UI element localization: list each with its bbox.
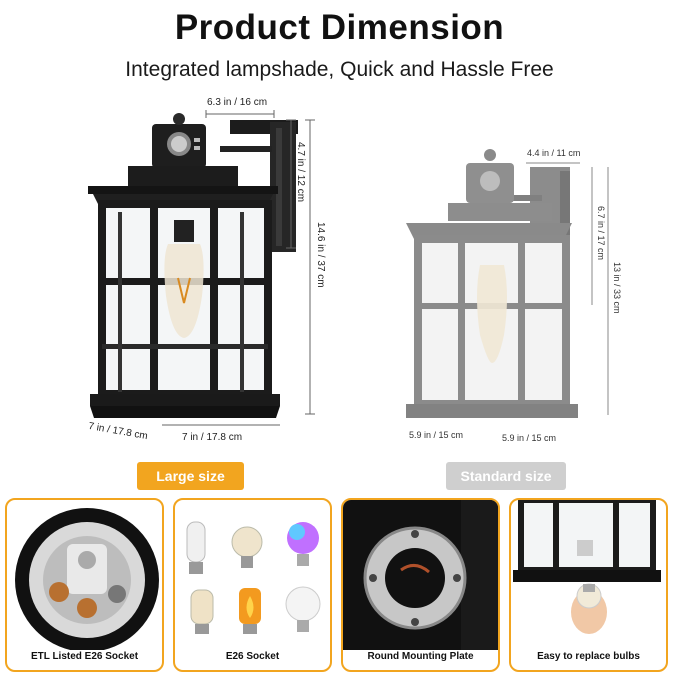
socket-icon — [15, 508, 159, 650]
large-height-total-label: 14.6 in / 37 cm — [315, 222, 326, 288]
large-width-base-label: 7 in / 17.8 cm — [182, 432, 243, 443]
feature-card-socket: ETL Listed E26 Socket — [5, 498, 164, 672]
large-width-base-line — [162, 424, 280, 426]
bulb-replace-icon — [513, 500, 661, 634]
mounting-plate-icon — [343, 500, 498, 650]
large-size-badge: Large size — [137, 462, 244, 490]
large-width-top-label: 6.3 in / 16 cm — [207, 97, 268, 108]
page-title: Product Dimension — [174, 8, 505, 47]
page-subtitle: Integrated lampshade, Quick and Hassle F… — [125, 58, 554, 81]
standard-height-total-label: 13 in / 33 cm — [612, 262, 622, 314]
feature-label-bulbs: E26 Socket — [225, 651, 280, 662]
large-height-lines — [286, 119, 315, 415]
standard-height-lines — [591, 167, 609, 415]
large-lantern-illustration — [88, 113, 298, 418]
feature-card-replace: Easy to replace bulbs — [509, 498, 668, 672]
standard-height-arm-label: 6.7 in / 17 cm — [596, 206, 606, 261]
standard-width-top-label: 4.4 in / 11 cm — [527, 148, 581, 158]
feature-card-mounting: Round Mounting Plate — [341, 498, 500, 672]
feature-label-mounting: Round Mounting Plate — [367, 651, 474, 662]
feature-label-socket: ETL Listed E26 Socket — [30, 651, 139, 662]
feature-card-bulbs: E26 Socket — [173, 498, 332, 672]
standard-depth-label: 5.9 in / 15 cm — [409, 430, 464, 440]
standard-width-top-line — [526, 162, 580, 164]
standard-width-base-label: 5.9 in / 15 cm — [502, 433, 557, 443]
large-height-arm-label: 4.7 in / 12 cm — [295, 142, 306, 203]
bulbs-icon — [186, 521, 321, 634]
large-width-top-line — [205, 110, 275, 118]
standard-size-badge: Standard size — [446, 462, 566, 490]
feature-label-replace: Easy to replace bulbs — [537, 651, 640, 662]
standard-lantern-illustration — [406, 149, 578, 418]
